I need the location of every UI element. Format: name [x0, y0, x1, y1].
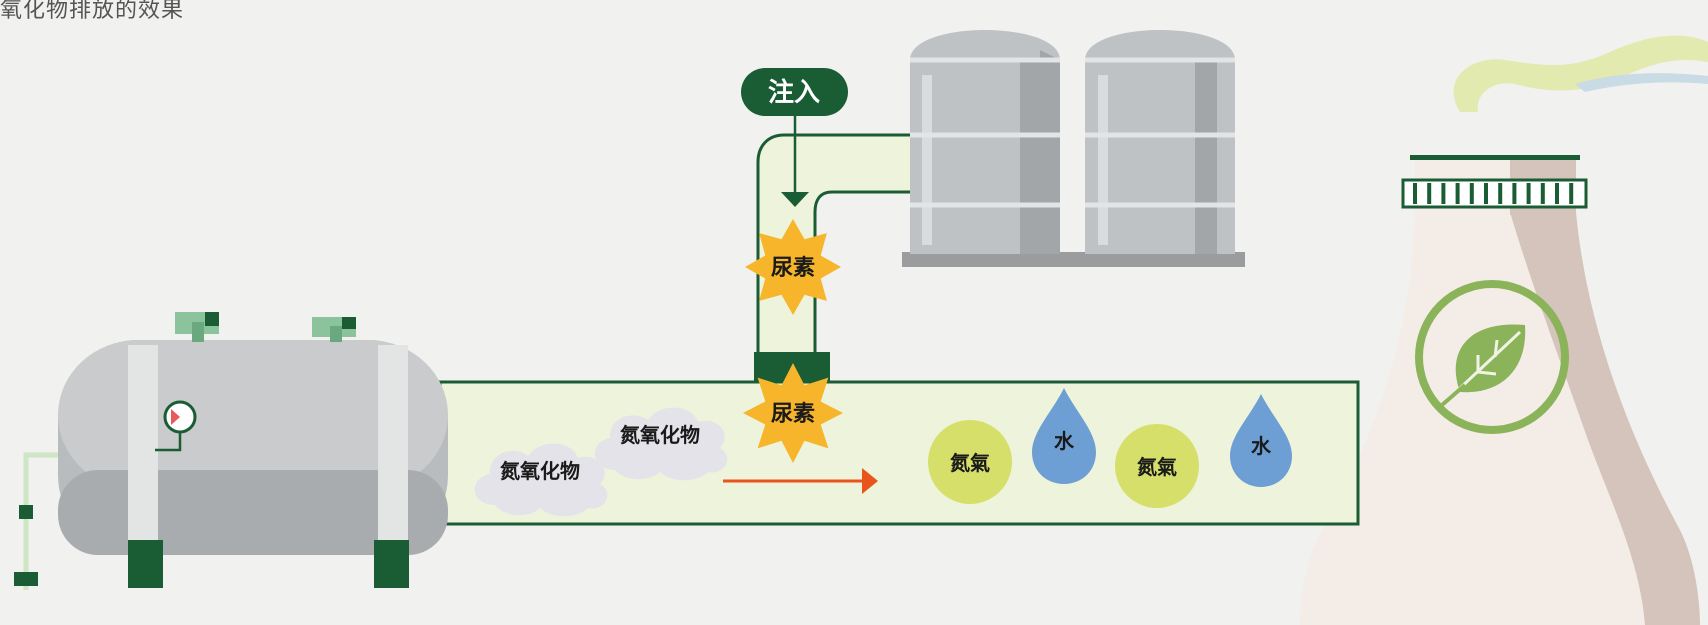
- exhaust-tank: [14, 312, 448, 590]
- leaf-stem: [1440, 383, 1467, 407]
- valve-icon-left: [175, 312, 219, 342]
- tank-side-foot: [14, 572, 38, 586]
- railing-bar: [1441, 183, 1446, 204]
- nitrogen-bubble-2: 氮氣: [1115, 424, 1199, 508]
- railing-bar: [1469, 183, 1474, 204]
- railing-bar: [1540, 183, 1545, 204]
- chimney-body: [1300, 212, 1700, 625]
- water-drop-icon: [1230, 394, 1292, 487]
- urea-burst-top: 尿素: [745, 219, 841, 315]
- smoke-plume-thin: [1575, 73, 1708, 92]
- urea-star-icon: [743, 363, 843, 463]
- tank-leg-right: [374, 540, 409, 588]
- inject-arrowhead-icon: [781, 192, 809, 207]
- tank-strap-left: [128, 345, 158, 545]
- tank-strap-right: [378, 345, 408, 545]
- tank-side-valve: [19, 505, 33, 519]
- cloud-icon: [594, 407, 728, 481]
- nitrogen-label-1: 氮氣: [950, 451, 990, 475]
- leaf-vein: [1440, 330, 1522, 407]
- page-title: 氧化物排放的效果: [0, 0, 185, 23]
- urea-silos: [902, 30, 1245, 267]
- railing-bar: [1427, 183, 1432, 204]
- chimney-railing-bars: [1413, 183, 1574, 204]
- silo-base: [902, 252, 1245, 267]
- urea-burst-bottom: 尿素: [743, 363, 843, 463]
- railing-bar: [1512, 183, 1517, 204]
- valve-icon-right: [312, 317, 356, 342]
- silo-left: [910, 30, 1060, 254]
- railing-bar: [1455, 183, 1460, 204]
- inject-label: 注入: [768, 77, 820, 108]
- railing-bar: [1413, 183, 1417, 204]
- nox-cloud-right: 氮氧化物: [594, 407, 728, 481]
- railing-bar: [1498, 183, 1503, 204]
- railing-bar: [1555, 183, 1559, 204]
- nox-label-right: 氮氧化物: [620, 423, 700, 447]
- silo-right: [1085, 30, 1235, 254]
- nox-cloud-left: 氮氧化物: [474, 443, 608, 517]
- water-drop-1: 水: [1032, 388, 1096, 484]
- pressure-gauge-icon: [155, 400, 197, 452]
- urea-star-icon: [745, 219, 841, 315]
- water-label-1: 水: [1054, 429, 1075, 453]
- chimney-rim: [1410, 155, 1580, 160]
- urea-label-top: 尿素: [771, 255, 815, 281]
- water-drop-icon: [1032, 388, 1096, 484]
- cloud-icon: [474, 443, 608, 517]
- nitrogen-label-2: 氮氣: [1137, 455, 1177, 479]
- water-drop-2: 水: [1230, 394, 1292, 487]
- railing-bar: [1569, 183, 1574, 204]
- nox-label-left: 氮氧化物: [500, 459, 580, 483]
- chimney-shade: [1510, 160, 1700, 625]
- inject-pill: 注入: [741, 68, 848, 116]
- inject-pill-bg: [741, 68, 848, 116]
- nitrogen-circle-icon: [1115, 424, 1199, 508]
- chimney: [1300, 35, 1708, 625]
- smoke-plume: [1453, 35, 1708, 113]
- railing-bar: [1526, 183, 1531, 204]
- railing-bar: [1484, 183, 1488, 204]
- water-label-2: 水: [1251, 434, 1272, 458]
- flow-arrowhead-icon: [862, 468, 878, 494]
- nitrogen-bubble-1: 氮氣: [928, 420, 1012, 504]
- urea-label-bottom: 尿素: [771, 401, 815, 427]
- tank-leg-left: [128, 540, 163, 588]
- eco-badge-ring: [1415, 280, 1569, 434]
- nitrogen-circle-icon: [928, 420, 1012, 504]
